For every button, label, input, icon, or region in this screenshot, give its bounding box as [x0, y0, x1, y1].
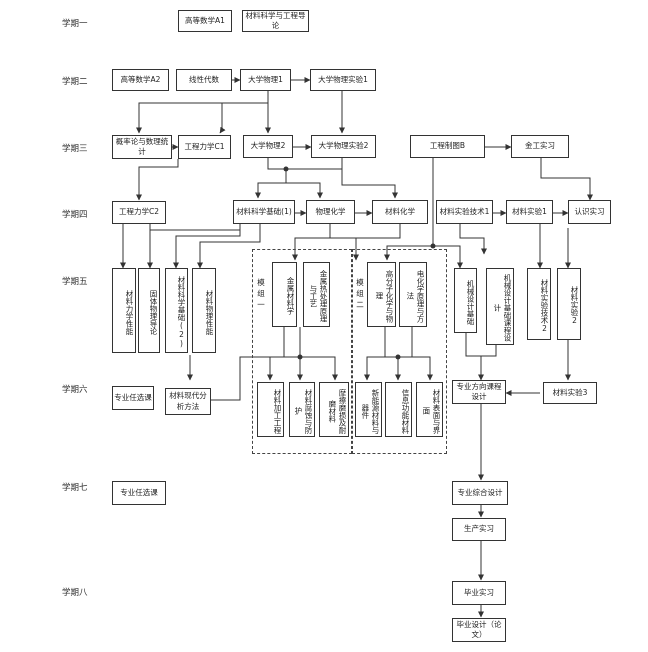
module-one-label: 模组一 — [257, 278, 265, 309]
course-box: 材料腐蚀与防护 — [289, 382, 315, 437]
course-box: 材料实验2 — [557, 268, 581, 340]
course-box: 材料力学性能 — [112, 268, 136, 353]
course-box: 金工实习 — [511, 135, 569, 158]
course-box: 材料实验1 — [506, 200, 553, 224]
course-box: 高等数学A2 — [112, 69, 169, 91]
course-box: 专业任选课 — [112, 481, 166, 505]
course-box: 机械设计基础课程设计 — [486, 268, 514, 345]
course-box: 机械设计基础 — [454, 268, 477, 333]
course-box: 材料表面与界面 — [416, 382, 443, 437]
course-box: 大学物理2 — [243, 135, 293, 158]
course-box: 材料科学基础(1) — [233, 200, 295, 224]
course-box: 大学物理实验2 — [311, 135, 376, 158]
course-box: 高分子化学与物理 — [367, 262, 396, 327]
course-box: 大学物理实验1 — [310, 69, 376, 91]
course-box: 大学物理1 — [240, 69, 291, 91]
course-box: 材料科学与工程导论 — [242, 10, 309, 32]
course-box: 概率论与数理统计 — [112, 135, 172, 159]
course-box: 毕业实习 — [452, 581, 506, 605]
course-box: 材料科学基础(2) — [165, 268, 188, 353]
course-box: 高等数学A1 — [178, 10, 232, 32]
semester-label-4: 学期四 — [62, 210, 88, 220]
course-box: 材料实验技术2 — [527, 268, 551, 340]
semester-label-3: 学期三 — [62, 144, 88, 154]
course-box: 工程力学C1 — [178, 135, 231, 159]
course-box: 材料实验技术1 — [436, 200, 493, 224]
course-box: 专业方向课程设计 — [452, 380, 506, 404]
module-two-frame — [352, 249, 447, 454]
course-box: 材料化学 — [372, 200, 428, 224]
course-box: 材料物理性能 — [192, 268, 216, 353]
course-box: 电化学原理与方法 — [399, 262, 427, 327]
module-two-label: 模组二 — [356, 278, 364, 309]
course-box: 物理化学 — [306, 200, 355, 224]
course-box: 新能源材料与器件 — [355, 382, 382, 437]
semester-label-8: 学期八 — [62, 588, 88, 598]
course-box: 专业综合设计 — [452, 481, 508, 505]
course-box: 材料加工工程 — [257, 382, 284, 437]
semester-label-1: 学期一 — [62, 19, 88, 29]
course-box: 金属热处理原理与工艺 — [303, 262, 330, 327]
semester-label-6: 学期六 — [62, 385, 88, 395]
course-box: 线性代数 — [176, 69, 232, 91]
course-box: 工程制图B — [410, 135, 485, 158]
course-box: 生产实习 — [452, 518, 506, 541]
course-box: 信息功能材料 — [385, 382, 412, 437]
semester-label-7: 学期七 — [62, 483, 88, 493]
course-box: 摩擦磨损及耐磨材料 — [319, 382, 349, 437]
course-box: 固体物理导论 — [138, 268, 160, 353]
course-box: 认识实习 — [568, 200, 611, 224]
module-one-frame — [252, 249, 352, 454]
semester-label-2: 学期二 — [62, 77, 88, 87]
course-box: 工程力学C2 — [112, 201, 166, 224]
semester-label-5: 学期五 — [62, 277, 88, 287]
course-box: 毕业设计（论文） — [452, 618, 506, 642]
course-box: 材料现代分析方法 — [165, 388, 211, 415]
course-box: 专业任选课 — [112, 386, 154, 410]
course-box: 材料实验3 — [543, 382, 597, 404]
course-box: 金属材料学 — [272, 262, 297, 327]
